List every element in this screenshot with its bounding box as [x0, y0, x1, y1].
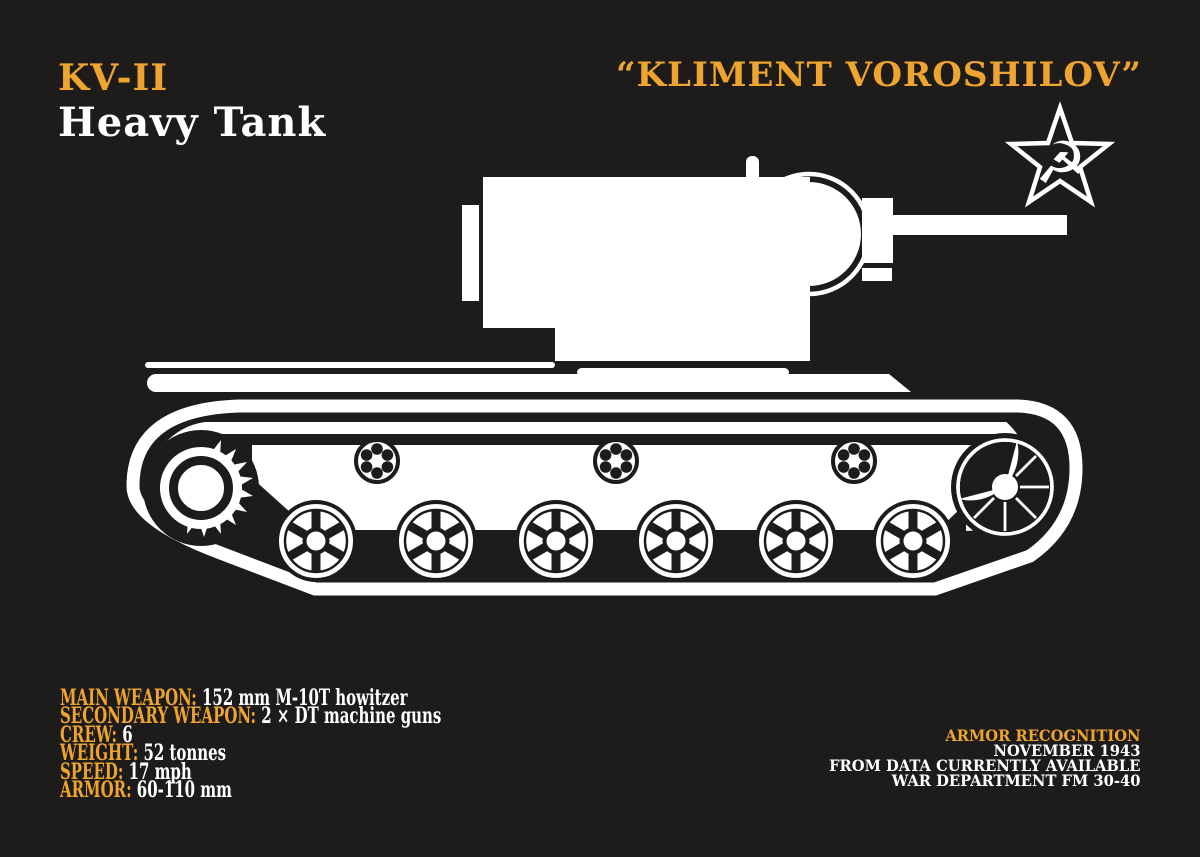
spec-list: MAIN WEAPON: 152 mm M-10T howitzer SECON… — [60, 687, 441, 801]
turret-box — [483, 177, 810, 361]
soviet-star-icon: ☭ — [1004, 101, 1116, 208]
track-outline — [126, 399, 1083, 596]
drive-sprocket — [956, 438, 1054, 536]
idler-wheel — [160, 440, 253, 537]
model-title: KV-II — [58, 57, 169, 99]
nickname-title: “KLIMENT VOROSHILOV” — [615, 55, 1142, 95]
spec-value: 2 × DT machine guns — [261, 703, 442, 730]
return-roller — [831, 438, 877, 484]
road-wheel — [277, 502, 355, 580]
issue-title: ARMOR RECOGNITION — [944, 726, 1140, 745]
spec-value: 52 tonnes — [143, 740, 227, 767]
issue-line: NOVEMBER 1943 — [993, 740, 1140, 760]
spec-label: ARMOR: — [60, 777, 132, 804]
issue-block: ARMOR RECOGNITION NOVEMBER 1943 FROM DAT… — [828, 726, 1140, 790]
spec-label: CREW: — [60, 721, 118, 748]
road-wheel — [397, 502, 475, 580]
spec-value: 60-110 mm — [136, 777, 232, 804]
hammer-and-sickle-icon: ☭ — [1035, 129, 1087, 197]
road-wheel — [874, 502, 952, 580]
spec-label: MAIN WEAPON: — [60, 685, 197, 711]
idler-teeth — [187, 440, 253, 537]
spec-value: 6 — [122, 721, 133, 748]
spec-row: SPEED: 17 mph — [60, 761, 441, 783]
gun-barrel — [893, 215, 1067, 235]
road-wheel — [637, 502, 715, 580]
road-wheel — [517, 502, 595, 580]
spec-label: SECONDARY WEAPON: — [60, 703, 257, 730]
hull-top-edge — [145, 362, 555, 368]
hull — [145, 362, 911, 392]
spec-value: 152 mm M-10T howitzer — [202, 685, 408, 711]
return-roller — [354, 438, 400, 484]
spec-row: ARMOR: 60-110 mm — [60, 779, 441, 801]
spec-row: MAIN WEAPON: 152 mm M-10T howitzer — [60, 687, 441, 709]
track-assembly — [126, 399, 1083, 596]
gun-mount — [862, 198, 893, 263]
spec-row: WEIGHT: 52 tonnes — [60, 742, 441, 764]
issue-line: WAR DEPARTMENT FM 30-40 — [891, 770, 1140, 790]
return-roller — [593, 438, 639, 484]
spec-label: SPEED: — [60, 758, 124, 785]
tank-silhouette — [126, 156, 1083, 596]
spec-label: WEIGHT: — [60, 740, 139, 767]
gun-mount-lower — [862, 268, 892, 281]
turret-rear-bin — [462, 205, 479, 301]
spec-row: SECONDARY WEAPON: 2 × DT machine guns — [60, 705, 441, 727]
vehicle-class-title: Heavy Tank — [58, 99, 327, 146]
road-wheel — [757, 502, 835, 580]
issue-line: FROM DATA CURRENTLY AVAILABLE — [828, 755, 1140, 775]
spec-value: 17 mph — [128, 758, 192, 785]
spec-row: CREW: 6 — [60, 724, 441, 746]
turret — [462, 156, 1067, 377]
hull-fender — [147, 374, 911, 392]
